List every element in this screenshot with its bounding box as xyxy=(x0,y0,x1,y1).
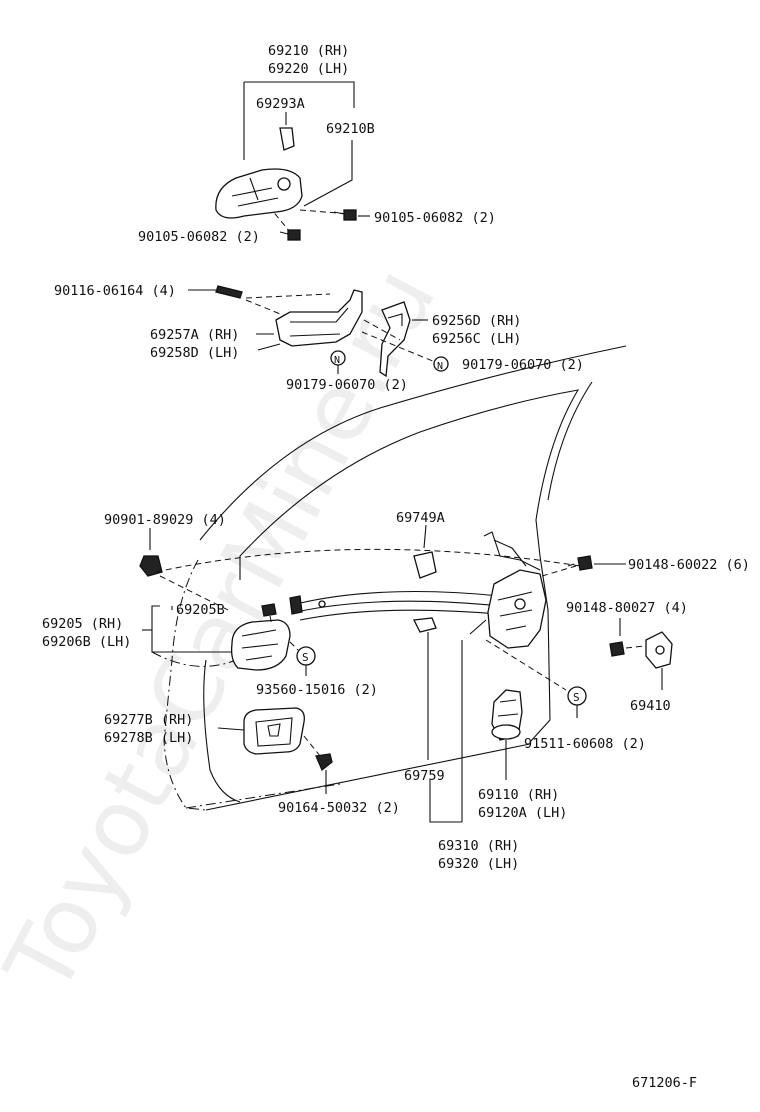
bolt-icon xyxy=(279,229,301,241)
label-90164: 90164-50032 (2) xyxy=(278,800,400,816)
label-69210B: 69210B xyxy=(326,121,375,137)
label-69220: 69220 (LH) xyxy=(268,61,349,77)
drawing-code: 671206-F xyxy=(632,1075,697,1091)
bolt-icon xyxy=(333,209,357,221)
lock-cable-group: 69749A 69759 69310 (RH) 69320 (LH) xyxy=(155,510,581,872)
label-69749A: 69749A xyxy=(396,510,445,526)
label-69278B: 69278B (LH) xyxy=(104,730,193,746)
clip-69293A xyxy=(279,127,295,151)
door-outline xyxy=(163,345,627,811)
clip-69205B xyxy=(261,603,277,617)
lock-cylinder-group: S 91511-60608 (2) 69110 (RH) 69120A (LH) xyxy=(478,639,646,821)
svg-text:N: N xyxy=(437,361,443,372)
stud-icon xyxy=(215,285,243,299)
label-69210: 69210 (RH) xyxy=(268,43,349,59)
label-90148-80027: 90148-80027 (4) xyxy=(566,600,688,616)
label-69759: 69759 xyxy=(404,768,445,784)
label-69256D: 69256D (RH) xyxy=(432,313,521,329)
n-symbol-icon: N xyxy=(330,350,346,366)
label-69258D: 69258D (LH) xyxy=(150,345,239,361)
s-symbol-icon: S xyxy=(567,686,587,706)
clip-icon xyxy=(139,555,163,577)
label-69110: 69110 (RH) xyxy=(478,787,559,803)
label-91511: 91511-60608 (2) xyxy=(524,736,646,752)
label-93560: 93560-15016 (2) xyxy=(256,682,378,698)
screw-icon xyxy=(577,555,593,571)
label-69206B: 69206B (LH) xyxy=(42,634,131,650)
rod-clip-69759 xyxy=(413,617,437,633)
svg-text:N: N xyxy=(334,355,340,366)
label-90179-right: 90179-06070 (2) xyxy=(462,357,584,373)
clip-90901-group: 90901-89029 (4) xyxy=(104,512,229,611)
label-90105-right: 90105-06082 (2) xyxy=(374,210,496,226)
label-69205B: 69205B xyxy=(176,602,225,618)
frame-bracket-group: N N 90116-06164 (4) 69257A (RH) 69258D (… xyxy=(54,283,584,393)
outside-handle xyxy=(215,168,303,219)
label-69205: 69205 (RH) xyxy=(42,616,123,632)
svg-text:S: S xyxy=(302,651,309,664)
label-90179-bottom: 90179-06070 (2) xyxy=(286,377,408,393)
label-90901: 90901-89029 (4) xyxy=(104,512,226,528)
screw-90148-group: 90148-60022 (6) 90148-80027 (4) 69410 xyxy=(541,555,750,714)
label-69293A: 69293A xyxy=(256,96,305,112)
label-90148-60022: 90148-60022 (6) xyxy=(628,557,750,573)
label-90116: 90116-06164 (4) xyxy=(54,283,176,299)
clip-69749A xyxy=(413,551,437,579)
bezel-group: 69277B (RH) 69278B (LH) 90164-50032 (2) xyxy=(104,707,400,816)
n-symbol-icon: N xyxy=(433,356,449,372)
outside-handle-group: 69210 (RH) 69220 (LH) 69293A 69210B 9010… xyxy=(138,43,496,245)
inside-handle-group: S 69205B 69205 (RH) 69206B (LH) 93560-15… xyxy=(42,602,378,698)
s-symbol-icon: S xyxy=(296,646,316,666)
label-69410: 69410 xyxy=(630,698,671,714)
label-69310: 69310 (RH) xyxy=(438,838,519,854)
screw-icon xyxy=(315,753,333,772)
label-69256C: 69256C (LH) xyxy=(432,331,521,347)
label-69120A: 69120A (LH) xyxy=(478,805,567,821)
label-69257A: 69257A (RH) xyxy=(150,327,239,343)
door-lock xyxy=(487,569,547,649)
cable-end-icon xyxy=(289,595,303,615)
screw-icon xyxy=(609,641,625,657)
label-69277B: 69277B (RH) xyxy=(104,712,193,728)
inside-handle xyxy=(230,619,291,671)
svg-text:S: S xyxy=(573,691,580,704)
handle-frame xyxy=(275,289,363,347)
label-90105-left: 90105-06082 (2) xyxy=(138,229,260,245)
inside-handle-bezel xyxy=(243,707,305,755)
label-69320: 69320 (LH) xyxy=(438,856,519,872)
